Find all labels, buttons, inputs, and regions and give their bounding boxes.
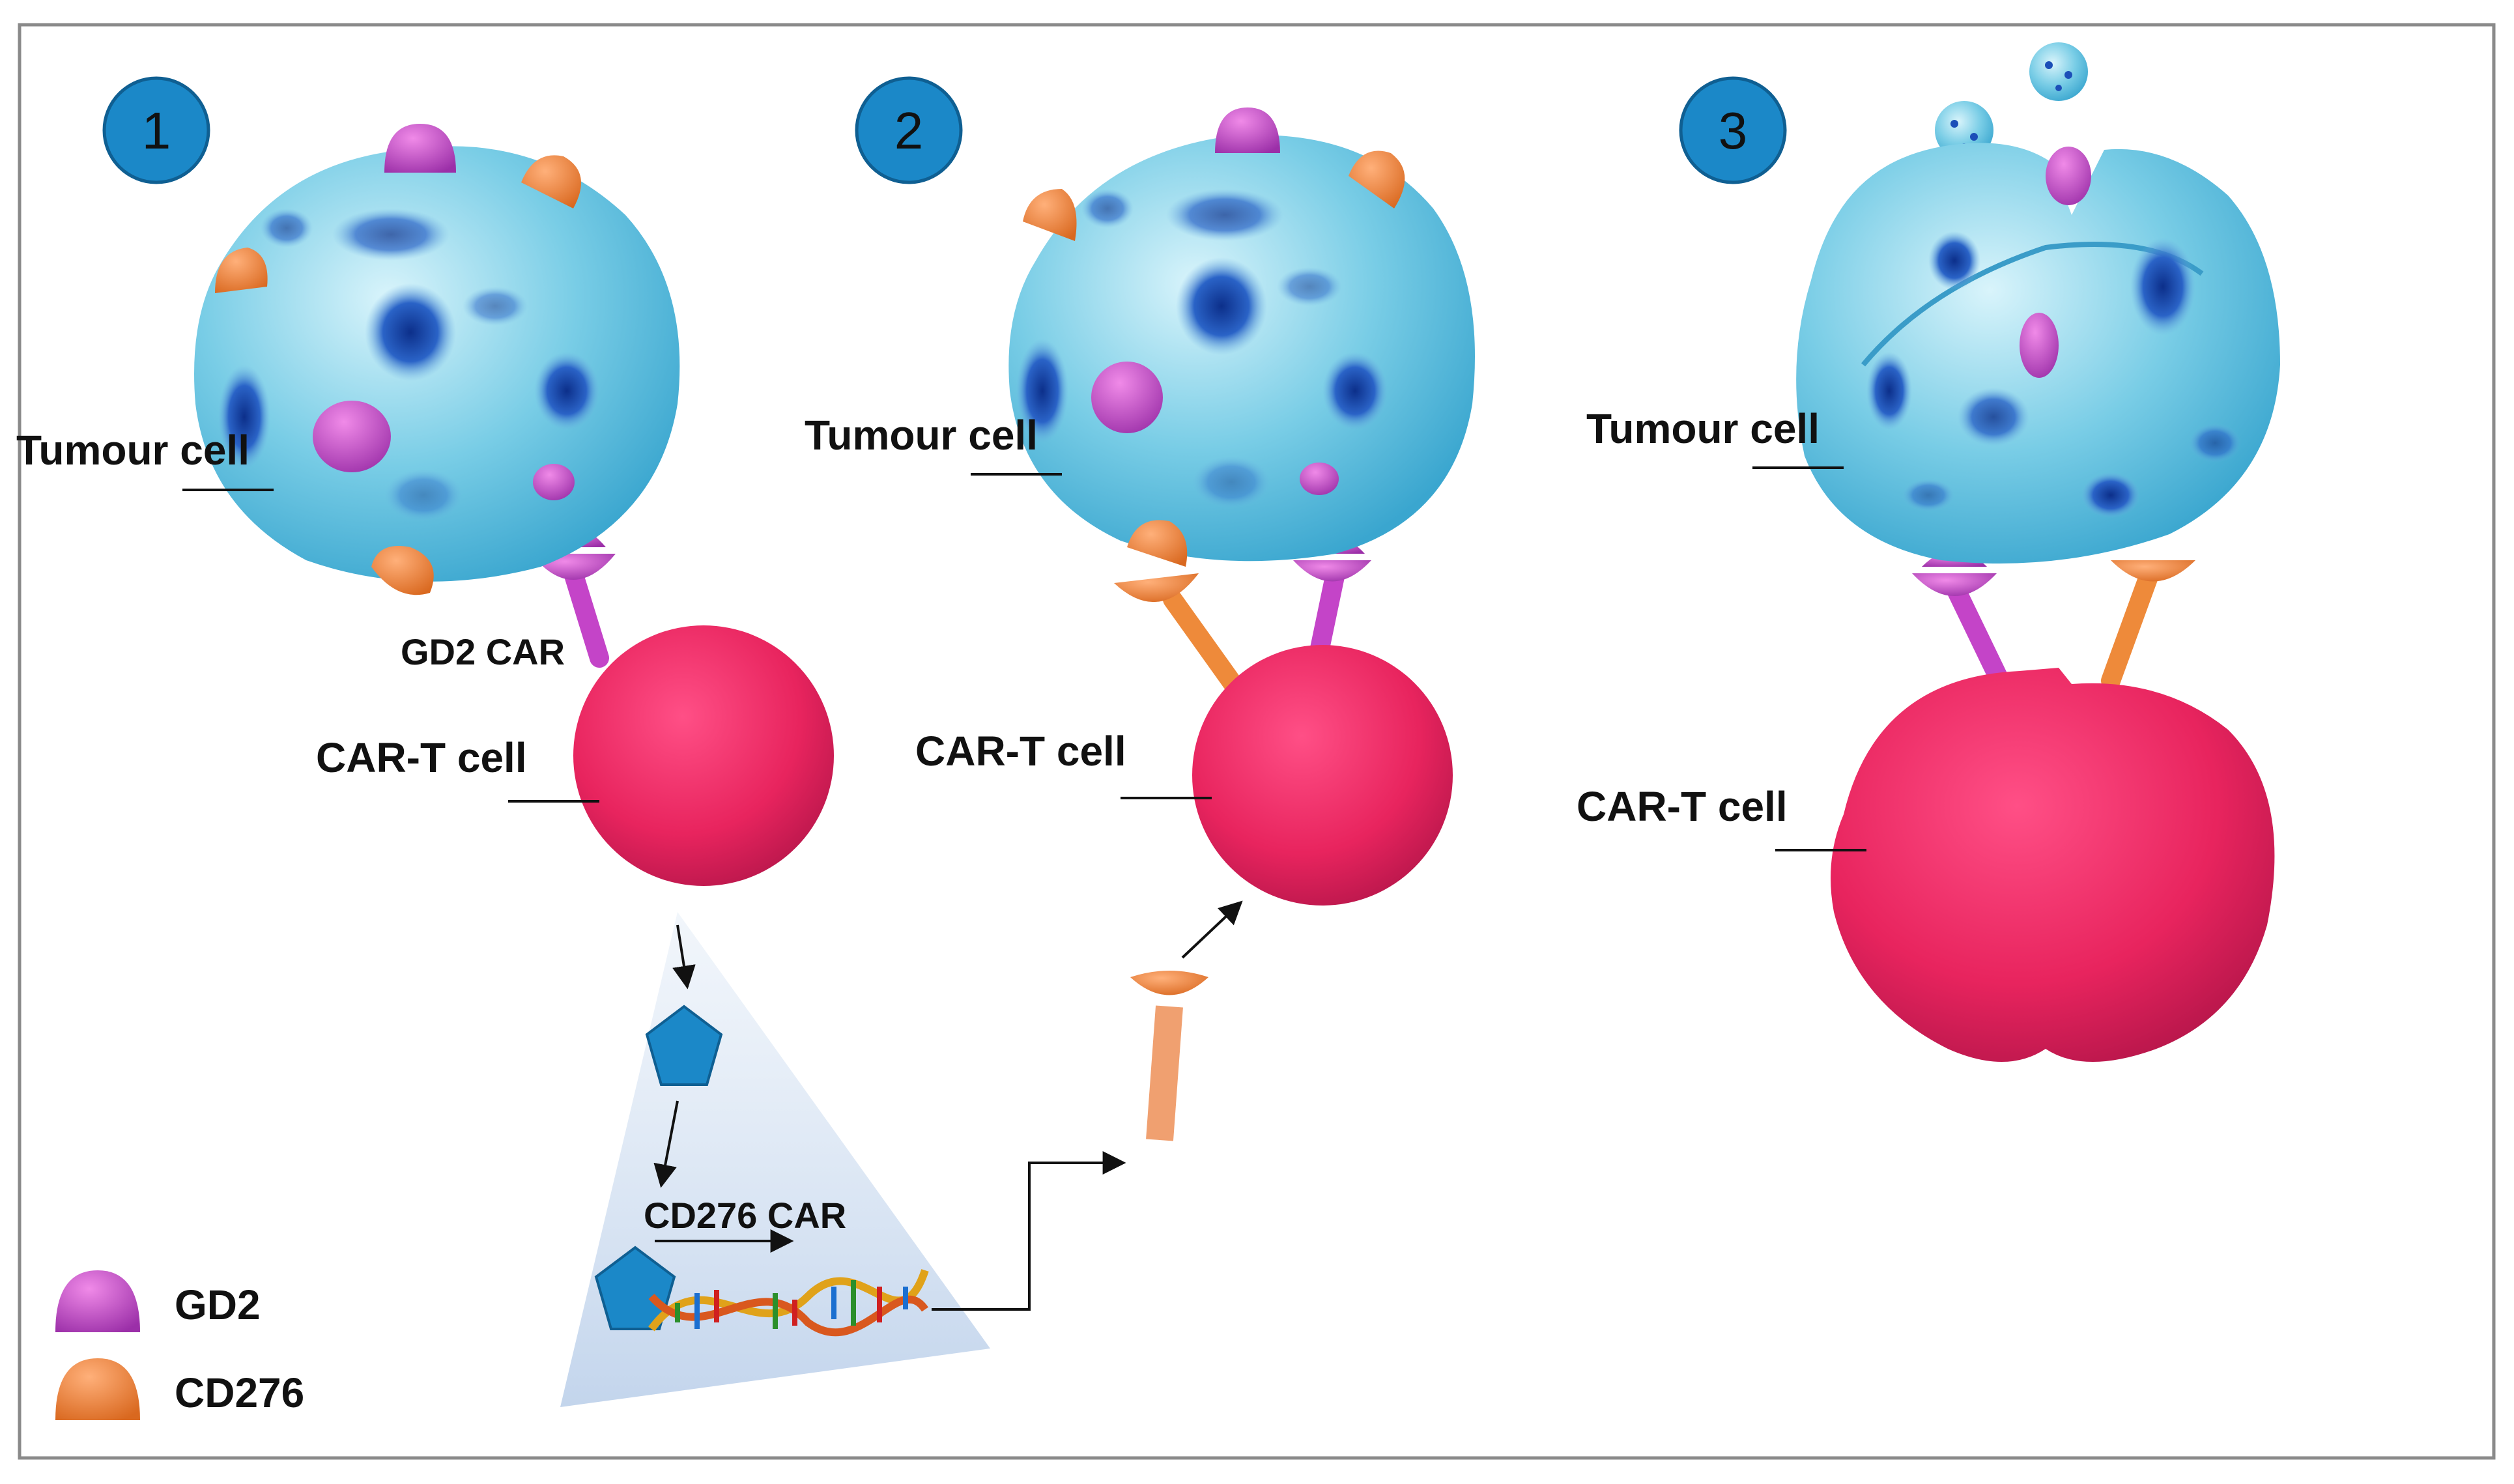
tumour-cell-2: [1008, 135, 1475, 562]
gd2-car-receptor: [1912, 550, 2010, 691]
dna-helix: [648, 1269, 929, 1337]
arrow: [653, 1100, 679, 1188]
legend-label-cd276: CD276: [175, 1369, 304, 1416]
tumour-cell-label-1: Tumour cell: [16, 427, 250, 474]
legend-item-cd276: CD276: [55, 1358, 304, 1420]
gene-expression-cone: [560, 912, 990, 1407]
step-2-number: 2: [894, 102, 924, 160]
tumour-cell-label-2: Tumour cell: [805, 412, 1038, 459]
step-1-number: 1: [142, 102, 171, 160]
tumour-cell-1: [194, 146, 680, 582]
cd276-car-receptor-expressed: [1130, 971, 1208, 1141]
step-1-badge: 1: [102, 76, 210, 184]
gd2-antigen: [313, 401, 391, 472]
gd2-antigen: [2046, 147, 2091, 205]
cd276-antigen: [1349, 150, 1405, 208]
cd276-car-gene-label: CD276 CAR: [644, 1195, 846, 1236]
cd276-antigen: [371, 546, 434, 595]
car-t-cell-3: [1831, 668, 2275, 1062]
gd2-antigen: [2020, 313, 2059, 378]
figure-frame: [18, 23, 2496, 1460]
tumour-cell-label-3: Tumour cell: [1586, 405, 1820, 452]
step-3-number: 3: [1719, 102, 1748, 160]
cd276-antigen: [1127, 520, 1188, 567]
cd276-antigen: [215, 248, 268, 293]
gd2-antigen: [1300, 463, 1339, 495]
car-t-cell-2: [1192, 645, 1453, 906]
step-3-badge: 3: [1679, 76, 1787, 184]
cd276-antigen: [1023, 189, 1077, 241]
gd2-car-label: GD2 CAR: [401, 631, 565, 672]
pentagon-signal: [645, 1005, 723, 1086]
panel-step-3: 3: [1577, 42, 2280, 1062]
pentagon-signal: [594, 1246, 676, 1330]
panel-step-2: 2 Tumour cell CAR: [805, 76, 1475, 906]
gd2-antigen: [1091, 362, 1163, 433]
legend-item-gd2: GD2: [55, 1270, 261, 1332]
car-t-cell-label-2: CAR-T cell: [915, 728, 1126, 775]
gd2-antigen: [384, 124, 456, 173]
car-t-cell-label-3: CAR-T cell: [1577, 783, 1788, 830]
arrow: [672, 924, 696, 990]
gd2-antigen: [1215, 107, 1280, 153]
cd276-car-receptor: [1114, 573, 1248, 700]
arrow: [1181, 900, 1243, 959]
legend: GD2 CD276: [55, 1270, 304, 1420]
legend-label-gd2: GD2: [175, 1281, 261, 1328]
arrow: [932, 1151, 1126, 1311]
car-t-cell-label-1: CAR-T cell: [316, 734, 527, 781]
cd276-antigen: [521, 155, 581, 208]
tumour-fragment: [2029, 42, 2088, 101]
car-t-cell-1: [573, 625, 834, 886]
cd276-car-receptor: [2101, 560, 2195, 691]
gd2-antigen: [533, 464, 575, 500]
panel-step-1: 1 Tumour cell GD2 CAR: [16, 76, 1126, 1407]
step-2-badge: 2: [855, 76, 963, 184]
